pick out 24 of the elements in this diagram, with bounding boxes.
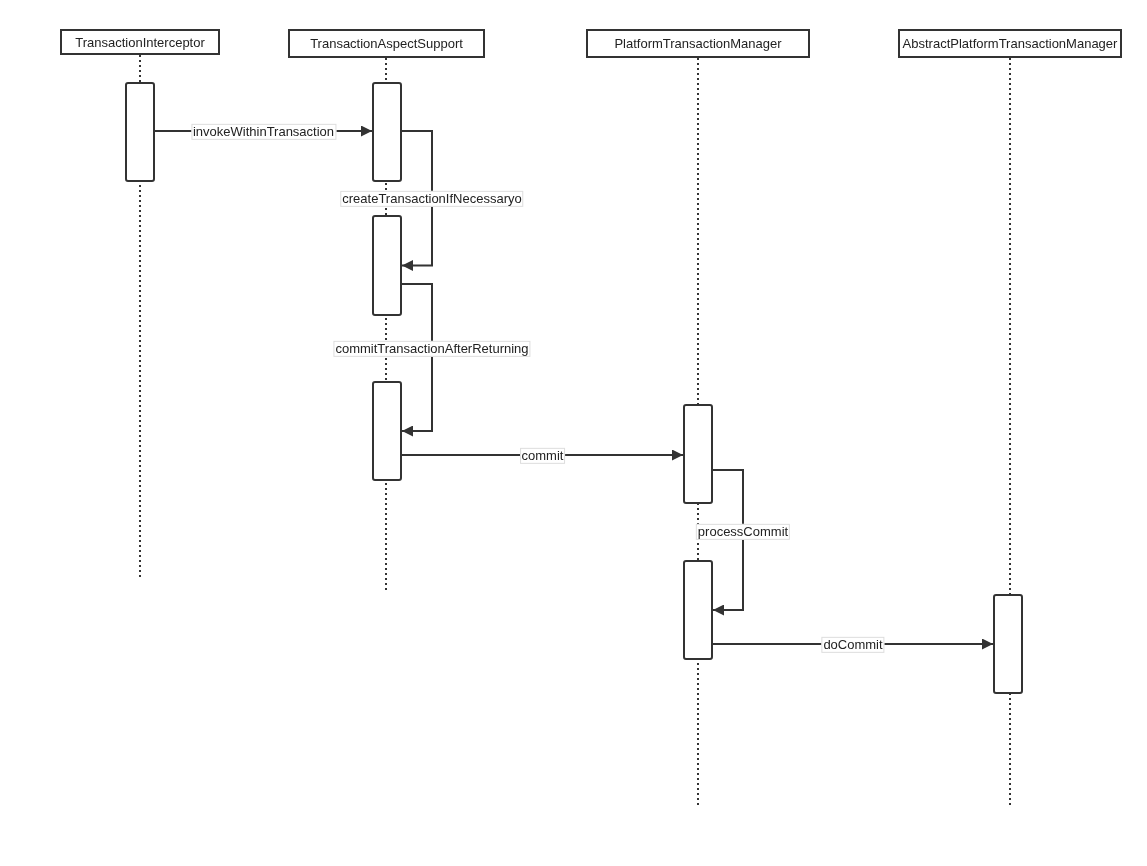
lifeline-header-box bbox=[288, 29, 485, 58]
activation-bar bbox=[993, 594, 1023, 694]
edge-label: commitTransactionAfterReturning bbox=[333, 340, 531, 357]
edge-label: doCommit bbox=[821, 636, 885, 654]
class-name: TransactionAspectSupport bbox=[309, 37, 464, 50]
lifeline-header-box bbox=[898, 29, 1122, 58]
activation-bar bbox=[372, 82, 402, 182]
message-arrow bbox=[401, 130, 433, 271]
edge-label: commit bbox=[519, 447, 566, 465]
activation-bar bbox=[372, 381, 402, 481]
edge-label: invokeWithinTransaction bbox=[190, 123, 337, 141]
activation-bar bbox=[125, 82, 155, 182]
class-name: AbstractPlatformTransactionManager bbox=[901, 37, 1119, 50]
class-name: TransactionInterceptor bbox=[74, 35, 206, 49]
activation-bar bbox=[683, 560, 713, 660]
activation-bar bbox=[683, 404, 713, 504]
edge-label: createTransactionIfNecessaryo bbox=[340, 190, 524, 207]
activation-bar bbox=[372, 215, 402, 316]
lifeline-header-box bbox=[60, 29, 220, 55]
message-arrow bbox=[401, 283, 433, 437]
lifeline-header-box bbox=[586, 29, 810, 58]
class-name: PlatformTransactionManager bbox=[613, 37, 783, 50]
message-arrow bbox=[712, 469, 744, 616]
edge-label: processCommit bbox=[695, 523, 791, 541]
